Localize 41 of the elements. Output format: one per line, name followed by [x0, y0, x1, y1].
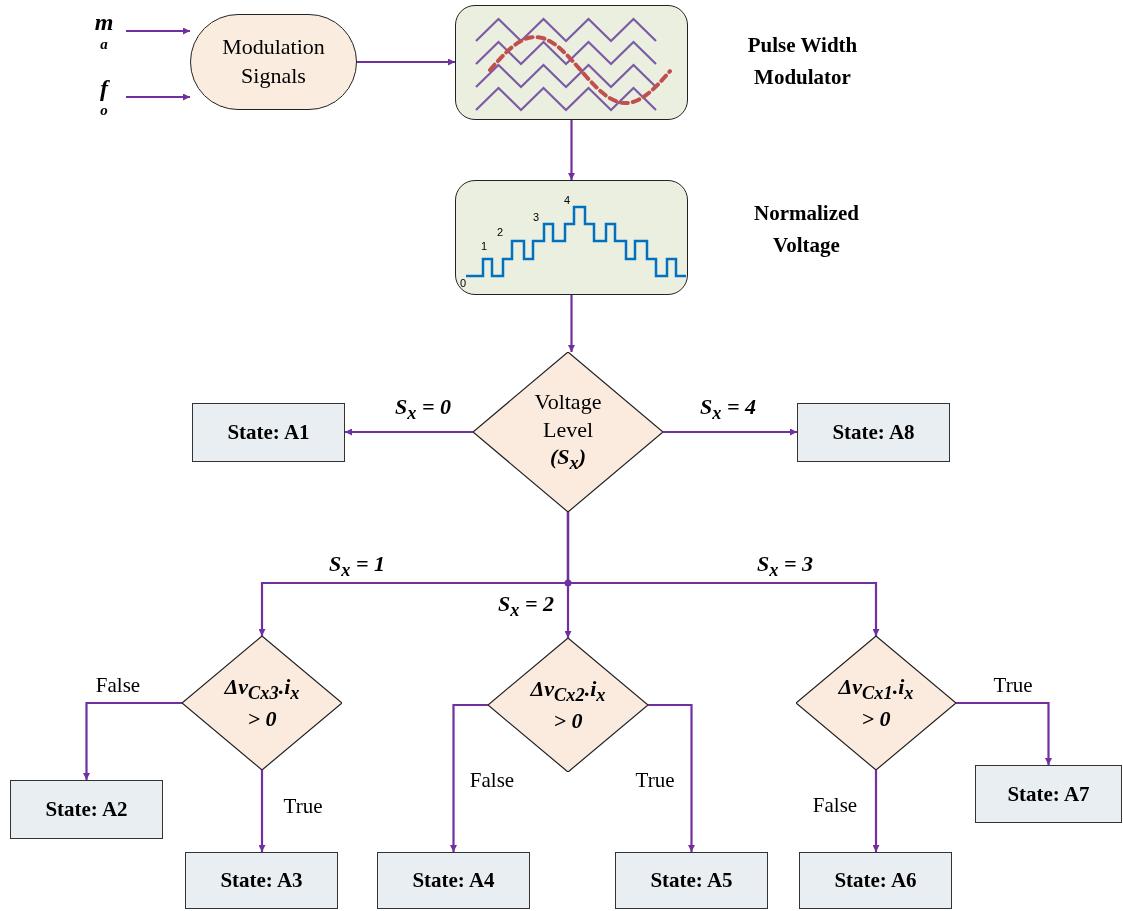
block-caption: Normalized Voltage — [753, 200, 860, 259]
state-box: State: A1 — [192, 403, 345, 462]
state-box: State: A8 — [797, 403, 950, 462]
level-number: 3 — [533, 212, 540, 223]
arrow — [126, 93, 190, 101]
state-box: State: A6 — [799, 852, 952, 909]
condition-text: Δv$_{Cx2}$.i$_{x}$ > 0 — [529, 675, 607, 735]
level-number: 2 — [497, 227, 504, 238]
arrow — [345, 428, 473, 436]
arrow — [258, 770, 266, 852]
state-box: State: A4 — [377, 852, 530, 909]
arrow — [126, 27, 190, 35]
variable-label: (S$_{x}$) — [549, 443, 587, 476]
arrow — [648, 703, 695, 852]
state-box: State: A2 — [10, 780, 163, 839]
decision-diamond — [182, 636, 342, 770]
condition-text: Δv$_{Cx1}$.i$_{x}$ > 0 — [837, 673, 915, 733]
state-box: State: A3 — [185, 852, 338, 909]
arrow — [956, 701, 1052, 765]
decision-diamond — [796, 636, 956, 770]
staircase-waveform-drawing — [455, 180, 688, 295]
process-box: Modulation Signals — [190, 14, 357, 110]
state-box: State: A7 — [975, 765, 1122, 823]
decision-diamond — [473, 352, 663, 512]
arrow — [450, 703, 488, 852]
block-caption: Pulse Width Modulator — [746, 32, 859, 91]
level-number: 0 — [460, 278, 467, 289]
level-number: 1 — [481, 241, 488, 252]
arrow — [83, 701, 182, 780]
arrow — [872, 770, 880, 852]
diamond-label: Voltage Level — [533, 388, 603, 444]
pwm-waveform-drawing — [455, 5, 688, 120]
arrow — [568, 120, 575, 180]
decision-diamond — [488, 638, 648, 772]
state-box: State: A5 — [615, 852, 768, 909]
arrow — [568, 295, 575, 352]
condition-text: Δv$_{Cx3}$.i$_{x}$ > 0 — [223, 673, 301, 733]
arrow — [663, 428, 797, 436]
arrow — [357, 58, 455, 66]
level-number: 4 — [564, 195, 571, 206]
arrow — [566, 512, 880, 636]
